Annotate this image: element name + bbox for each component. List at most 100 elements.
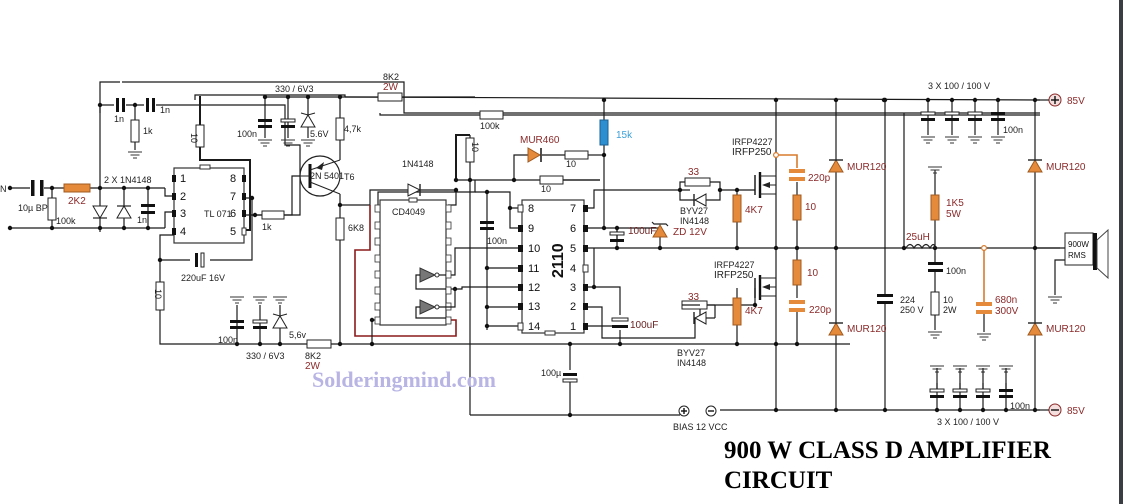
labels: N 10µ BP 2K2 100k 2 X 1N4148 1n 1n 1n 1k… (0, 72, 1089, 432)
label-snubber-cap-high: 220p (808, 173, 831, 184)
label-driver-decoupling: 100n (487, 236, 507, 246)
driver-pin-label: 6 (570, 223, 576, 235)
label-gate-res-high: 33 (688, 167, 700, 178)
rail-caps-top (920, 111, 1006, 144)
opamp-pin-label: 4 (180, 226, 186, 238)
bootstrap-cap-high (609, 231, 625, 242)
label-zobel-power: 5W (946, 209, 962, 220)
gate-pulldown-high (732, 194, 742, 223)
label-pullup-res: 15k (616, 130, 633, 141)
label-filter-cap: 100n (946, 266, 966, 276)
level-shift-diode (407, 183, 422, 197)
upper-supply-caps (257, 112, 316, 147)
label-rail-caps-bottom: 3 X 100 / 100 V (937, 417, 999, 427)
driver-feedback-resistor (479, 110, 504, 120)
label-pin4-res: 10 (153, 289, 163, 299)
clamp-capacitor (141, 204, 155, 214)
bootstrap-resistor (564, 150, 589, 160)
label-gate-diode-high-2: IN4148 (680, 216, 709, 226)
label-mosfet-low-2: IRFP250 (714, 270, 754, 281)
clamp-diode-2 (828, 322, 844, 336)
label-transistor: 2N 5401 (310, 171, 344, 181)
label-gate-diode-low-2: IN4148 (677, 358, 706, 368)
label-lower-dropper-power: 2W (305, 361, 321, 372)
label-transistor-designator: T6 (344, 172, 355, 182)
coupling-capacitor (195, 252, 205, 268)
driver-pin-label: 10 (528, 243, 540, 255)
label-speaker-rating: RMS (1068, 251, 1086, 260)
driver-pin-label: 4 (570, 263, 576, 275)
label-lower-caps: 330 / 6V3 (246, 351, 285, 361)
driver-pin-label: 12 (528, 282, 540, 294)
bias-capacitor (562, 373, 578, 383)
label-zener: ZD 12V (673, 227, 707, 238)
label-mosfet-low-1: IRFP4227 (714, 260, 755, 270)
label-positive-rail: 85V (1067, 96, 1085, 107)
label-bias-res: 100k (56, 216, 76, 226)
label-clamp-diode-3: MUR120 (1046, 162, 1086, 173)
inverter-cd4049 (374, 197, 456, 326)
label-gate-res-low: 33 (688, 292, 700, 303)
label-gate-diode-low-1: BYV27 (677, 348, 705, 358)
label-film-cap-voltage: 300V (995, 306, 1019, 317)
film-capacitor (976, 302, 992, 314)
label-lower-dropper: 8K2 (305, 351, 321, 361)
label-clamp-cap: 1n (137, 215, 147, 225)
label-gate-pulldown-high: 4K7 (745, 205, 763, 216)
clamp-diode-3 (1027, 159, 1043, 173)
label-inductor: 25uH (906, 232, 930, 243)
clamp-diodes (92, 205, 132, 219)
label-zobel-res: 1K5 (946, 198, 964, 209)
label-opamp: TL 071 (204, 209, 232, 219)
label-driver-fb-res: 100k (480, 121, 500, 131)
label-bootstrap-cap-low: 100uF (630, 320, 658, 331)
label-supply-res: 10 (189, 133, 199, 143)
label-lower-zener: 5,6v (289, 330, 307, 340)
driver-pin-label: 7 (570, 203, 576, 215)
driver-pin-label: 13 (528, 301, 540, 313)
positive-rail-terminal (1048, 93, 1062, 107)
driver-pin-label: 5 (570, 243, 576, 255)
label-collector-res: 6K8 (348, 223, 364, 233)
bus-capacitor-224 (877, 294, 893, 304)
rail-caps-bottom (929, 365, 1014, 398)
label-bus-cap-voltage: 250 V (900, 305, 924, 315)
label-damping-power: 2W (943, 305, 957, 315)
label-emitter-res: 4,7k (344, 124, 362, 134)
label-bootstrap-res: 10 (566, 159, 576, 169)
label-bootstrap-cap-high: 100uF (628, 226, 656, 237)
bias-positive-terminal (678, 405, 690, 417)
label-lower-decoupling: 100n (218, 335, 238, 345)
driver-pin-label: 11 (528, 263, 539, 275)
speaker (1064, 228, 1109, 280)
opamp-pin-label: 5 (230, 226, 236, 238)
opamp-supply-resistor (195, 124, 205, 148)
snubber-cap-high (789, 169, 805, 181)
gate-diode-low (693, 305, 716, 325)
opamp-pin-label: 1 (180, 173, 186, 185)
feedback-resistor-1k (130, 119, 140, 143)
label-snubber-cap-low: 220p (809, 305, 832, 316)
label-rail-decoupling-bottom: 100n (1010, 401, 1030, 411)
snubber-res-high (792, 194, 802, 221)
junction-dots (7, 94, 1038, 418)
page-title: 900 W CLASS D AMPLIFIER CIRCUIT (724, 436, 1051, 496)
label-negative-rail: 85V (1067, 406, 1085, 417)
bias-resistor-100k (47, 197, 57, 221)
opamp-pin-label: 8 (230, 173, 236, 185)
title-line-1: 900 W CLASS D AMPLIFIER (724, 437, 1051, 464)
driver-vcc-resistor (465, 137, 475, 163)
driver-pin-label: 14 (528, 321, 540, 333)
input-resistor-2k2 (63, 183, 91, 193)
title-line-2: CIRCUIT (724, 467, 833, 494)
mosfet-low (754, 275, 776, 300)
label-fb-res: 1k (143, 126, 153, 136)
driver-pin-label: 9 (528, 223, 534, 235)
gate-diode-high (693, 193, 707, 207)
label-gate-diode-high-1: BYV27 (680, 206, 708, 216)
label-snubber-res-high: 10 (805, 202, 817, 213)
clamp-diode-1 (828, 159, 844, 173)
pullup-resistor-15k (599, 119, 609, 146)
driver-pin-label: 1 (570, 321, 576, 333)
